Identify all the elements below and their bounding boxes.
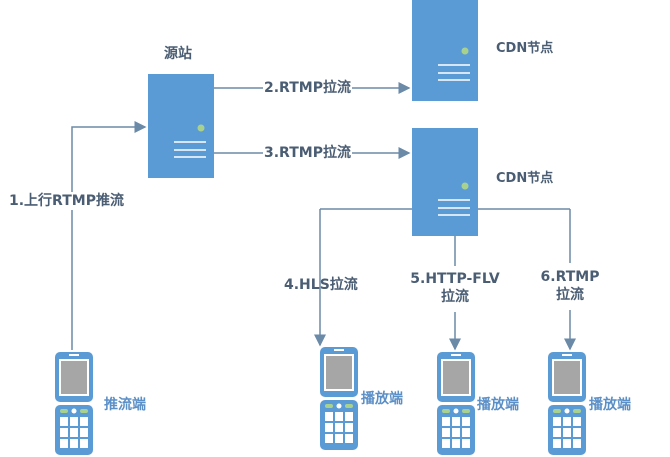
phone-key — [442, 417, 450, 426]
cdn-bottom-label: CDN节点 — [496, 171, 554, 186]
player2-phone-icon — [437, 352, 475, 455]
server-led-icon — [461, 47, 469, 55]
phone-key — [80, 428, 88, 437]
phone-key — [442, 428, 450, 437]
phone-key — [345, 423, 353, 432]
phone-key — [60, 428, 68, 437]
phone-key — [573, 428, 581, 437]
cdn-top-server-icon — [412, 0, 478, 101]
phone-key — [563, 428, 571, 437]
arrow-step1 — [71, 121, 147, 350]
server-body — [412, 128, 478, 236]
phone-key — [452, 428, 460, 437]
phone-key — [452, 439, 460, 448]
phone-key — [70, 439, 78, 448]
phone-key — [325, 423, 333, 432]
step5-label-line1: 5.HTTP-FLV — [410, 271, 500, 287]
phone-key — [462, 439, 470, 448]
phone-key — [80, 417, 88, 426]
player1-phone-icon — [320, 347, 358, 450]
phone-key — [452, 417, 460, 426]
phone-key — [345, 434, 353, 443]
player2-label: 播放端 — [477, 397, 519, 413]
server-led-icon — [461, 182, 469, 190]
phone-key — [563, 417, 571, 426]
server-body — [148, 74, 214, 178]
pusher-label: 推流端 — [104, 397, 146, 413]
step3-label: 3.RTMP拉流 — [263, 144, 352, 162]
phone-key — [462, 417, 470, 426]
step1-label: 1.上行RTMP推流 — [8, 192, 125, 210]
phone-key — [335, 423, 343, 432]
player1-label: 播放端 — [361, 391, 403, 407]
player3-label: 播放端 — [589, 397, 631, 413]
phone-key — [573, 439, 581, 448]
phone-key — [325, 434, 333, 443]
origin-label: 源站 — [164, 46, 192, 62]
step4-label: 4.HLS拉流 — [284, 277, 358, 293]
phone-key — [325, 412, 333, 421]
step6-label: 6.RTMP 拉流 — [530, 268, 610, 304]
phone-key — [553, 428, 561, 437]
step6-label-line2: 拉流 — [556, 287, 584, 303]
phone-key — [60, 439, 68, 448]
cdn-bottom-server-icon — [412, 128, 478, 236]
cdn-top-label: CDN节点 — [496, 41, 554, 56]
phone-key — [573, 417, 581, 426]
phone-screen — [61, 361, 87, 394]
phone-screen — [554, 361, 580, 394]
step6-label-line1: 6.RTMP — [540, 269, 600, 285]
phone-key — [70, 428, 78, 437]
phone-key — [70, 417, 78, 426]
phone-key — [553, 417, 561, 426]
pusher-phone-icon — [55, 352, 93, 455]
phone-key — [442, 439, 450, 448]
step5-label: 5.HTTP-FLV 拉流 — [405, 270, 505, 306]
step5-label-line2: 拉流 — [441, 289, 469, 305]
phone-key — [563, 439, 571, 448]
phone-key — [335, 434, 343, 443]
phone-key — [553, 439, 561, 448]
phone-key — [345, 412, 353, 421]
origin-server-icon — [148, 74, 214, 178]
server-led-icon — [197, 124, 205, 132]
phone-key — [462, 428, 470, 437]
phone-key — [80, 439, 88, 448]
player3-phone-icon — [548, 352, 586, 455]
phone-key — [335, 412, 343, 421]
phone-screen — [443, 361, 469, 394]
step2-label: 2.RTMP拉流 — [263, 79, 352, 97]
phone-key — [60, 417, 68, 426]
phone-screen — [326, 356, 352, 389]
